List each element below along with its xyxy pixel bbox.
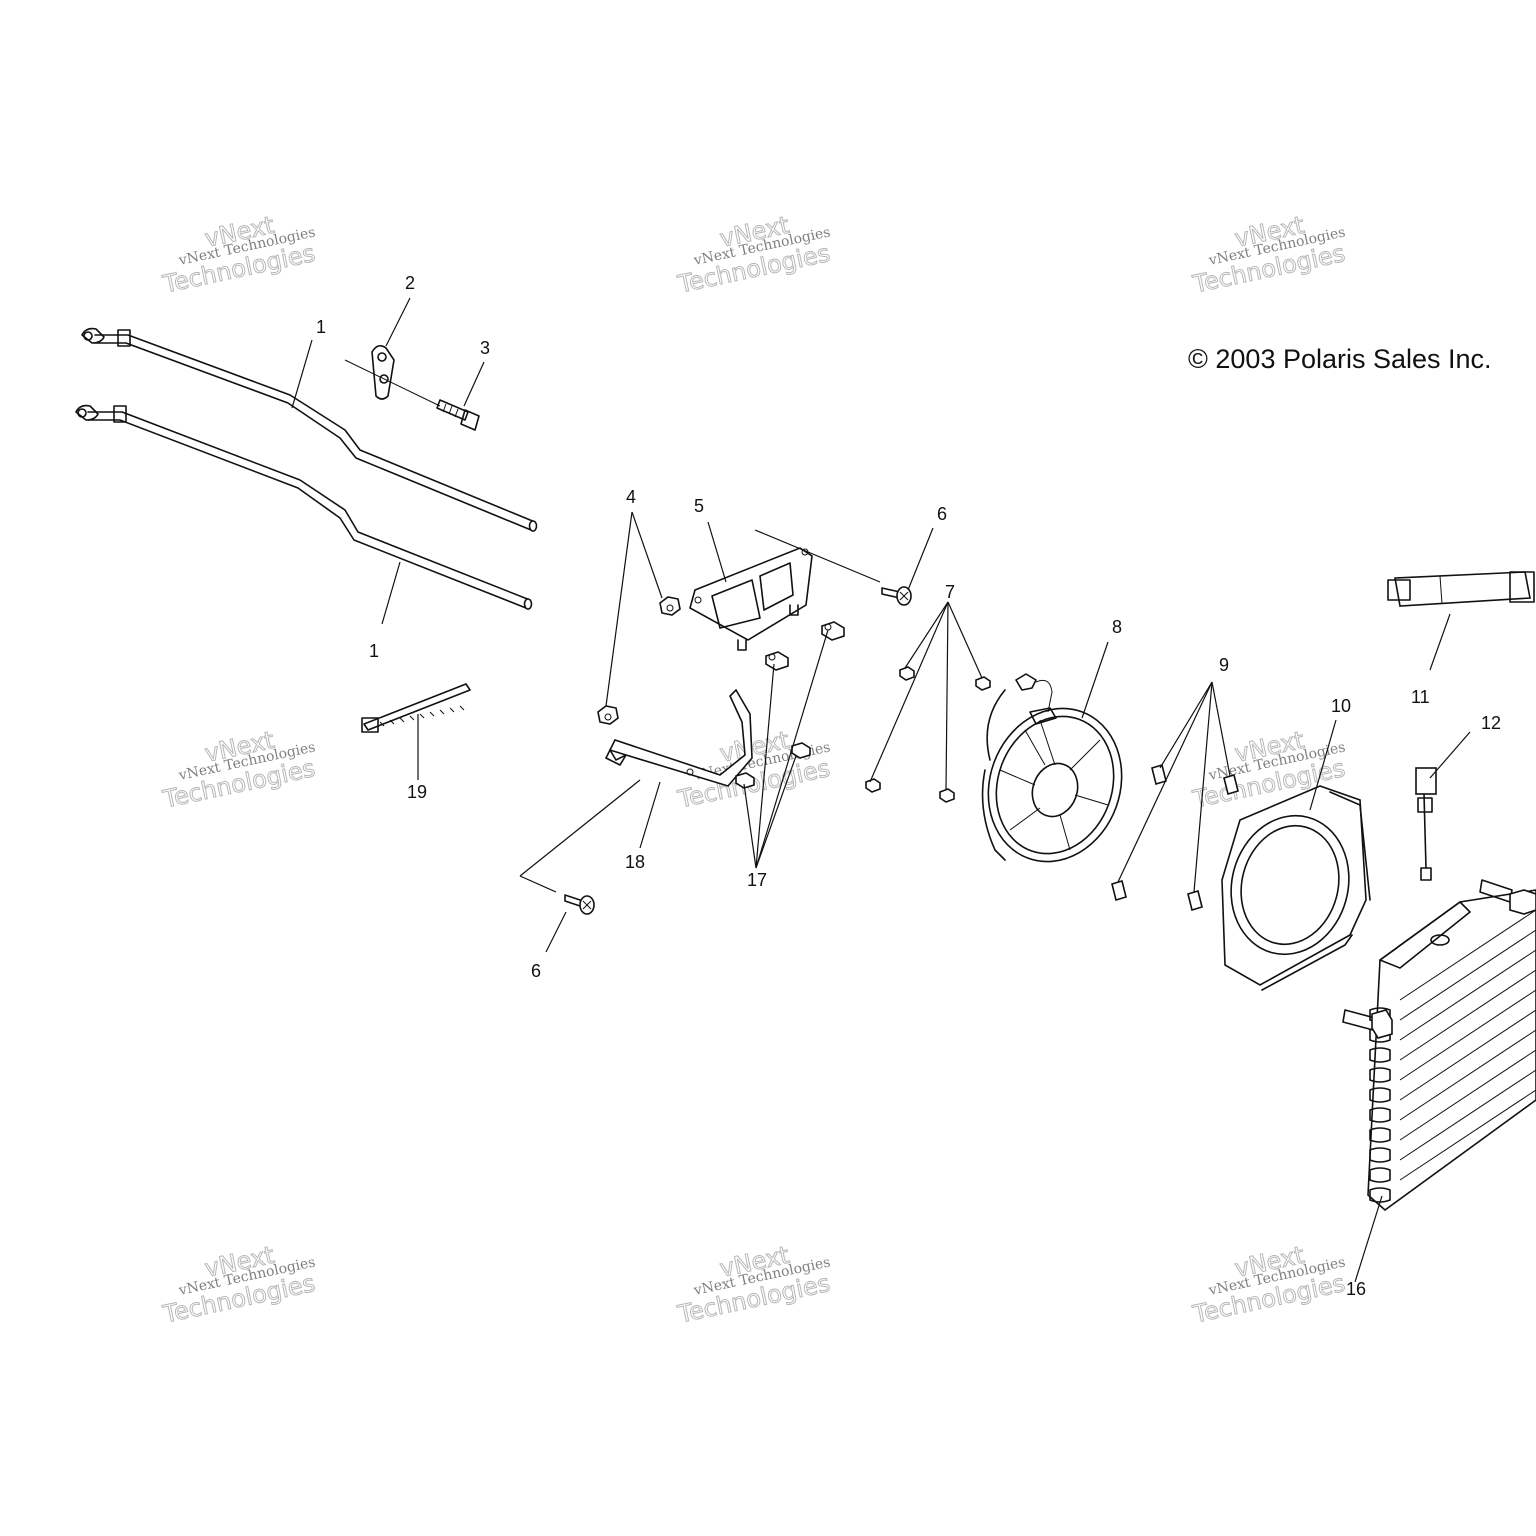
- shroud-clip: [1187, 889, 1203, 912]
- clamp-bolt: [436, 399, 480, 431]
- callouts: 1 1 2 3 4 5 6 6 7 8 9 10 11 12 16 17 18 …: [316, 273, 1501, 1299]
- hex-nut: [659, 596, 681, 616]
- leader-lines: [291, 297, 1471, 1283]
- callout-5: 5: [694, 496, 704, 516]
- oil-cooler: [1342, 879, 1536, 1212]
- callout-6: 6: [937, 504, 947, 524]
- callout-6: 6: [531, 961, 541, 981]
- fan-fastener: [865, 778, 881, 793]
- hex-nut: [597, 705, 619, 725]
- shroud-clip: [1223, 773, 1239, 796]
- fastener: [821, 621, 845, 641]
- copyright-text: © 2003 Polaris Sales Inc.: [1188, 344, 1492, 374]
- callout-8: 8: [1112, 617, 1122, 637]
- callout-1: 1: [369, 641, 379, 661]
- oil-line-upper: [81, 327, 538, 532]
- oil-line-lower: [75, 404, 533, 610]
- callout-16: 16: [1346, 1279, 1366, 1299]
- callout-17: 17: [747, 870, 767, 890]
- fan-fastener: [899, 666, 915, 681]
- cooling-fan: [981, 673, 1123, 863]
- callout-10: 10: [1331, 696, 1351, 716]
- temperature-sensor: [1415, 767, 1437, 881]
- upper-bracket: [689, 547, 813, 651]
- fastener: [791, 742, 811, 759]
- line-clamp: [344, 344, 441, 407]
- callout-4: 4: [626, 487, 636, 507]
- fastener: [735, 772, 755, 789]
- callout-12: 12: [1481, 713, 1501, 733]
- electrical-connector: [1387, 571, 1535, 607]
- fan-shroud: [1221, 785, 1371, 991]
- shroud-clip: [1151, 763, 1167, 786]
- callout-2: 2: [405, 273, 415, 293]
- callout-11: 11: [1411, 687, 1430, 707]
- screw: [564, 894, 595, 915]
- fan-fastener: [975, 676, 991, 691]
- callout-7: 7: [945, 582, 955, 602]
- callout-3: 3: [480, 338, 490, 358]
- callout-18: 18: [625, 852, 645, 872]
- shroud-clip: [1111, 879, 1127, 902]
- cable-tie: [361, 683, 471, 733]
- lower-bracket: [605, 688, 753, 787]
- callout-1: 1: [316, 317, 326, 337]
- fastener: [765, 651, 789, 671]
- callout-19: 19: [407, 782, 427, 802]
- fan-fastener: [939, 788, 955, 803]
- screw: [881, 586, 912, 606]
- callout-9: 9: [1219, 655, 1229, 675]
